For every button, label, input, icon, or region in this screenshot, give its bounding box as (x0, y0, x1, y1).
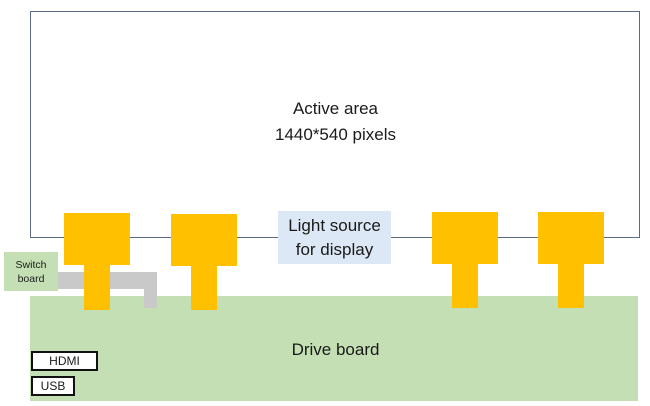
hdmi-port: HDMI (31, 351, 98, 371)
switch-board-label-2: board (17, 272, 45, 285)
driver-chip-2-stem (191, 264, 217, 310)
switch-cable-vertical (144, 272, 157, 308)
usb-port-label: USB (40, 379, 66, 393)
driver-chip-4-head (538, 212, 604, 264)
driver-chip-2-head (171, 214, 237, 266)
switch-board-label-1: Switch (15, 258, 47, 271)
active-area-frame (30, 11, 640, 238)
switch-board: Switch board (4, 252, 58, 291)
driver-chip-3-stem (452, 262, 478, 308)
driver-chip-3-head (432, 212, 498, 264)
light-source-box: Light source for display (278, 211, 391, 264)
driver-chip-1-head (64, 213, 130, 265)
active-area-resolution: 1440*540 pixels (275, 125, 396, 144)
hdmi-port-label: HDMI (49, 354, 80, 368)
active-area-title: Active area (292, 99, 379, 118)
light-source-label-2: for display (295, 239, 374, 259)
usb-port: USB (31, 376, 75, 396)
light-source-label-1: Light source (288, 215, 381, 235)
drive-board (30, 296, 638, 401)
active-area-label: Active area 1440*540 pixels (30, 96, 641, 148)
driver-chip-1-stem (84, 264, 110, 310)
drive-board-label: Drive board (291, 340, 380, 359)
driver-chip-4-stem (558, 262, 584, 308)
